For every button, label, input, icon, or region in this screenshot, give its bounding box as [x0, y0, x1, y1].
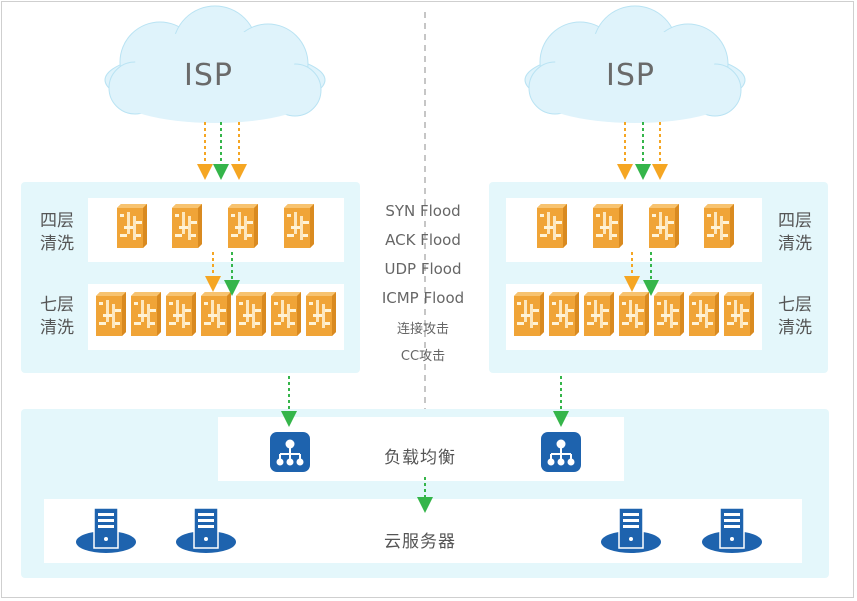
- attack-udp: UDP Flood: [384, 260, 462, 278]
- firewall-icon: [131, 292, 161, 336]
- firewall-icon: [172, 204, 202, 248]
- firewall-icon: [228, 204, 258, 248]
- firewall-icon: [306, 292, 336, 336]
- firewall-icon: [704, 204, 734, 248]
- firewall-icon: [236, 292, 266, 336]
- cloud-server-label: 云服务器: [384, 532, 456, 552]
- right-isp-label: ISP: [606, 58, 655, 93]
- left-l4-label: 四层 清洗: [40, 211, 74, 254]
- attack-syn: SYN Flood: [385, 202, 461, 220]
- firewall-icon: [724, 292, 754, 336]
- firewall-icon: [549, 292, 579, 336]
- load-balancer-label: 负载均衡: [384, 448, 456, 468]
- firewall-icon: [654, 292, 684, 336]
- firewall-icon: [117, 204, 147, 248]
- server-icon: [175, 507, 237, 554]
- firewall-icon: [514, 292, 544, 336]
- load-balancer-icon: [269, 431, 311, 473]
- firewall-icon: [284, 204, 314, 248]
- attack-icmp: ICMP Flood: [381, 289, 465, 307]
- firewall-icon: [96, 292, 126, 336]
- attack-cc: CC攻击: [400, 349, 446, 364]
- firewall-icon: [649, 204, 679, 248]
- firewall-icon: [537, 204, 567, 248]
- right-l4-label: 四层 清洗: [778, 211, 812, 254]
- firewall-icon: [689, 292, 719, 336]
- attack-ack: ACK Flood: [385, 231, 461, 249]
- firewall-icon: [201, 292, 231, 336]
- left-cloud-icon: [104, 5, 326, 123]
- firewall-icon: [619, 292, 649, 336]
- firewall-icon: [271, 292, 301, 336]
- firewall-icon: [166, 292, 196, 336]
- firewall-icon: [584, 292, 614, 336]
- left-l7-label: 七层 清洗: [40, 295, 74, 338]
- server-icon: [701, 507, 763, 554]
- right-cloud-icon: [524, 5, 746, 123]
- server-icon: [600, 507, 662, 554]
- left-isp-label: ISP: [184, 58, 233, 93]
- attack-connection: 连接攻击: [396, 322, 449, 337]
- right-l7-label: 七层 清洗: [778, 295, 812, 338]
- firewall-icon: [593, 204, 623, 248]
- load-balancer-icon: [540, 431, 582, 473]
- server-icon: [75, 507, 137, 554]
